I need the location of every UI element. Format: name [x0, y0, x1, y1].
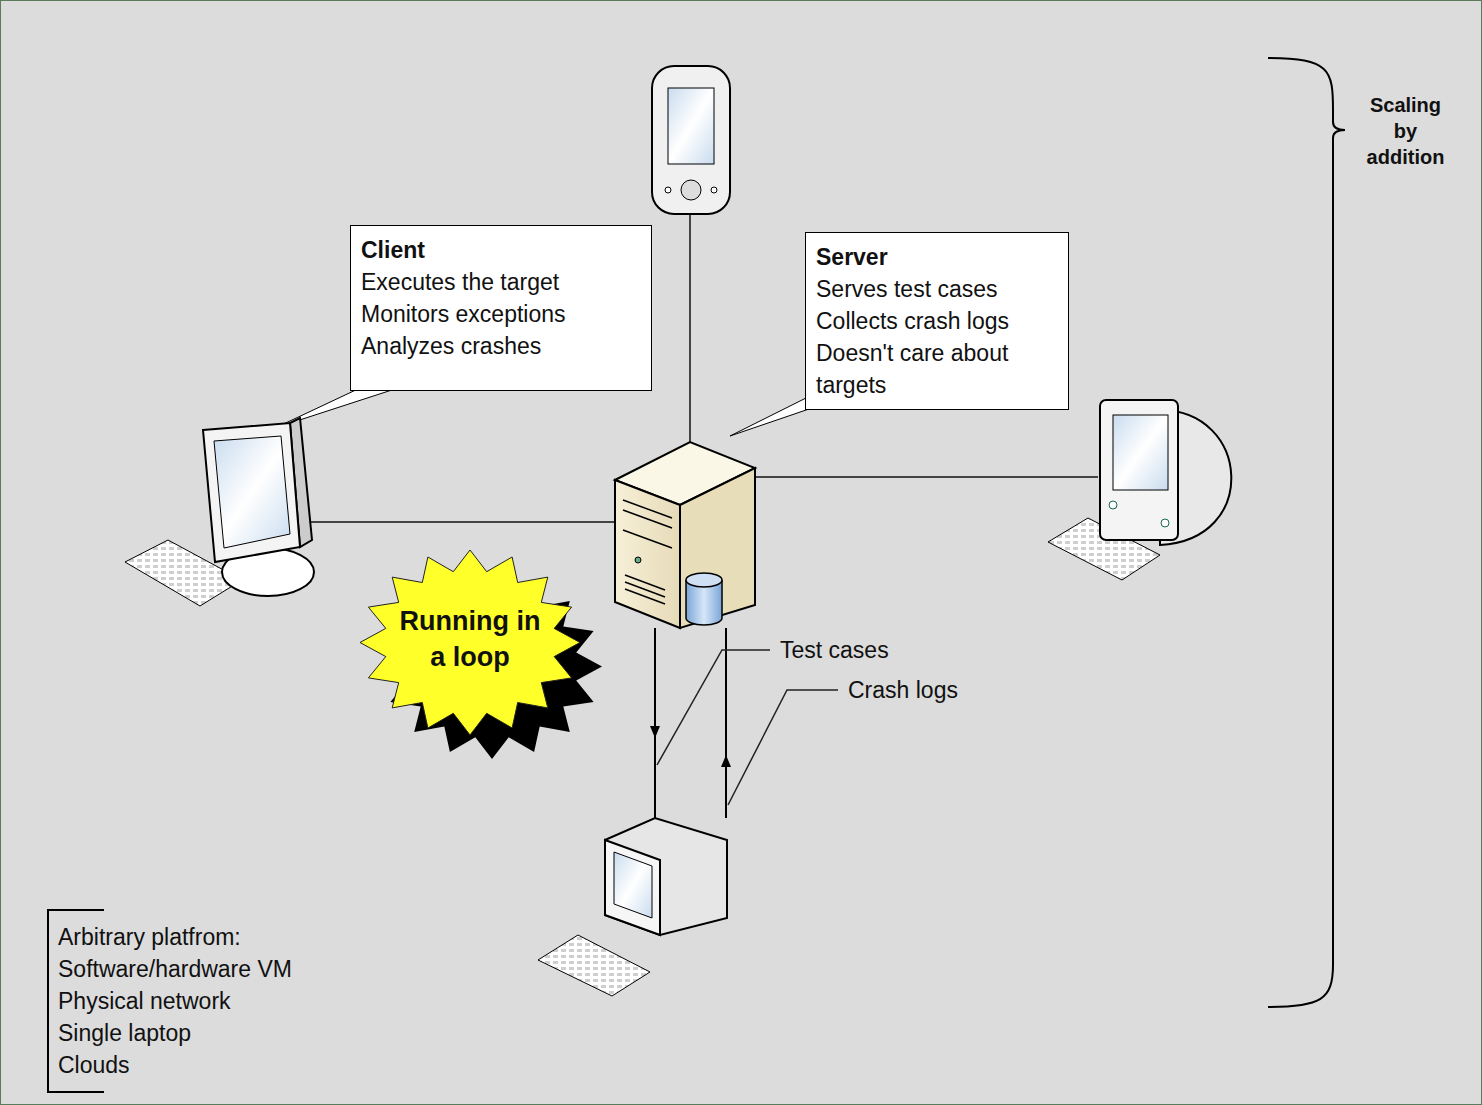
callout-line: Doesn't care about targets: [816, 337, 1058, 401]
leader-label: Crash logs: [848, 675, 958, 705]
callout-line: Executes the target: [361, 266, 641, 298]
client-callout: ClientExecutes the targetMonitors except…: [350, 225, 652, 391]
platform-note: Arbitrary platfrom:: [58, 922, 241, 952]
callout-heading: Client: [361, 234, 641, 266]
bracket-label: Scaling by addition: [1358, 92, 1453, 170]
leader-label: Test cases: [780, 635, 889, 665]
server-callout: ServerServes test casesCollects crash lo…: [805, 232, 1069, 410]
callout-line: Analyzes crashes: [361, 330, 641, 362]
callout-heading: Server: [816, 241, 1058, 273]
loop-starburst: Running in a loop: [360, 550, 580, 735]
platform-note: Clouds: [58, 1050, 130, 1080]
platform-note: Software/hardware VM: [58, 954, 292, 984]
callout-line: Serves test cases: [816, 273, 1058, 305]
platform-note: Single laptop: [58, 1018, 191, 1048]
starburst-text: Running in a loop: [395, 603, 545, 675]
callout-line: Monitors exceptions: [361, 298, 641, 330]
callout-line: Collects crash logs: [816, 305, 1058, 337]
platform-note: Physical network: [58, 986, 231, 1016]
